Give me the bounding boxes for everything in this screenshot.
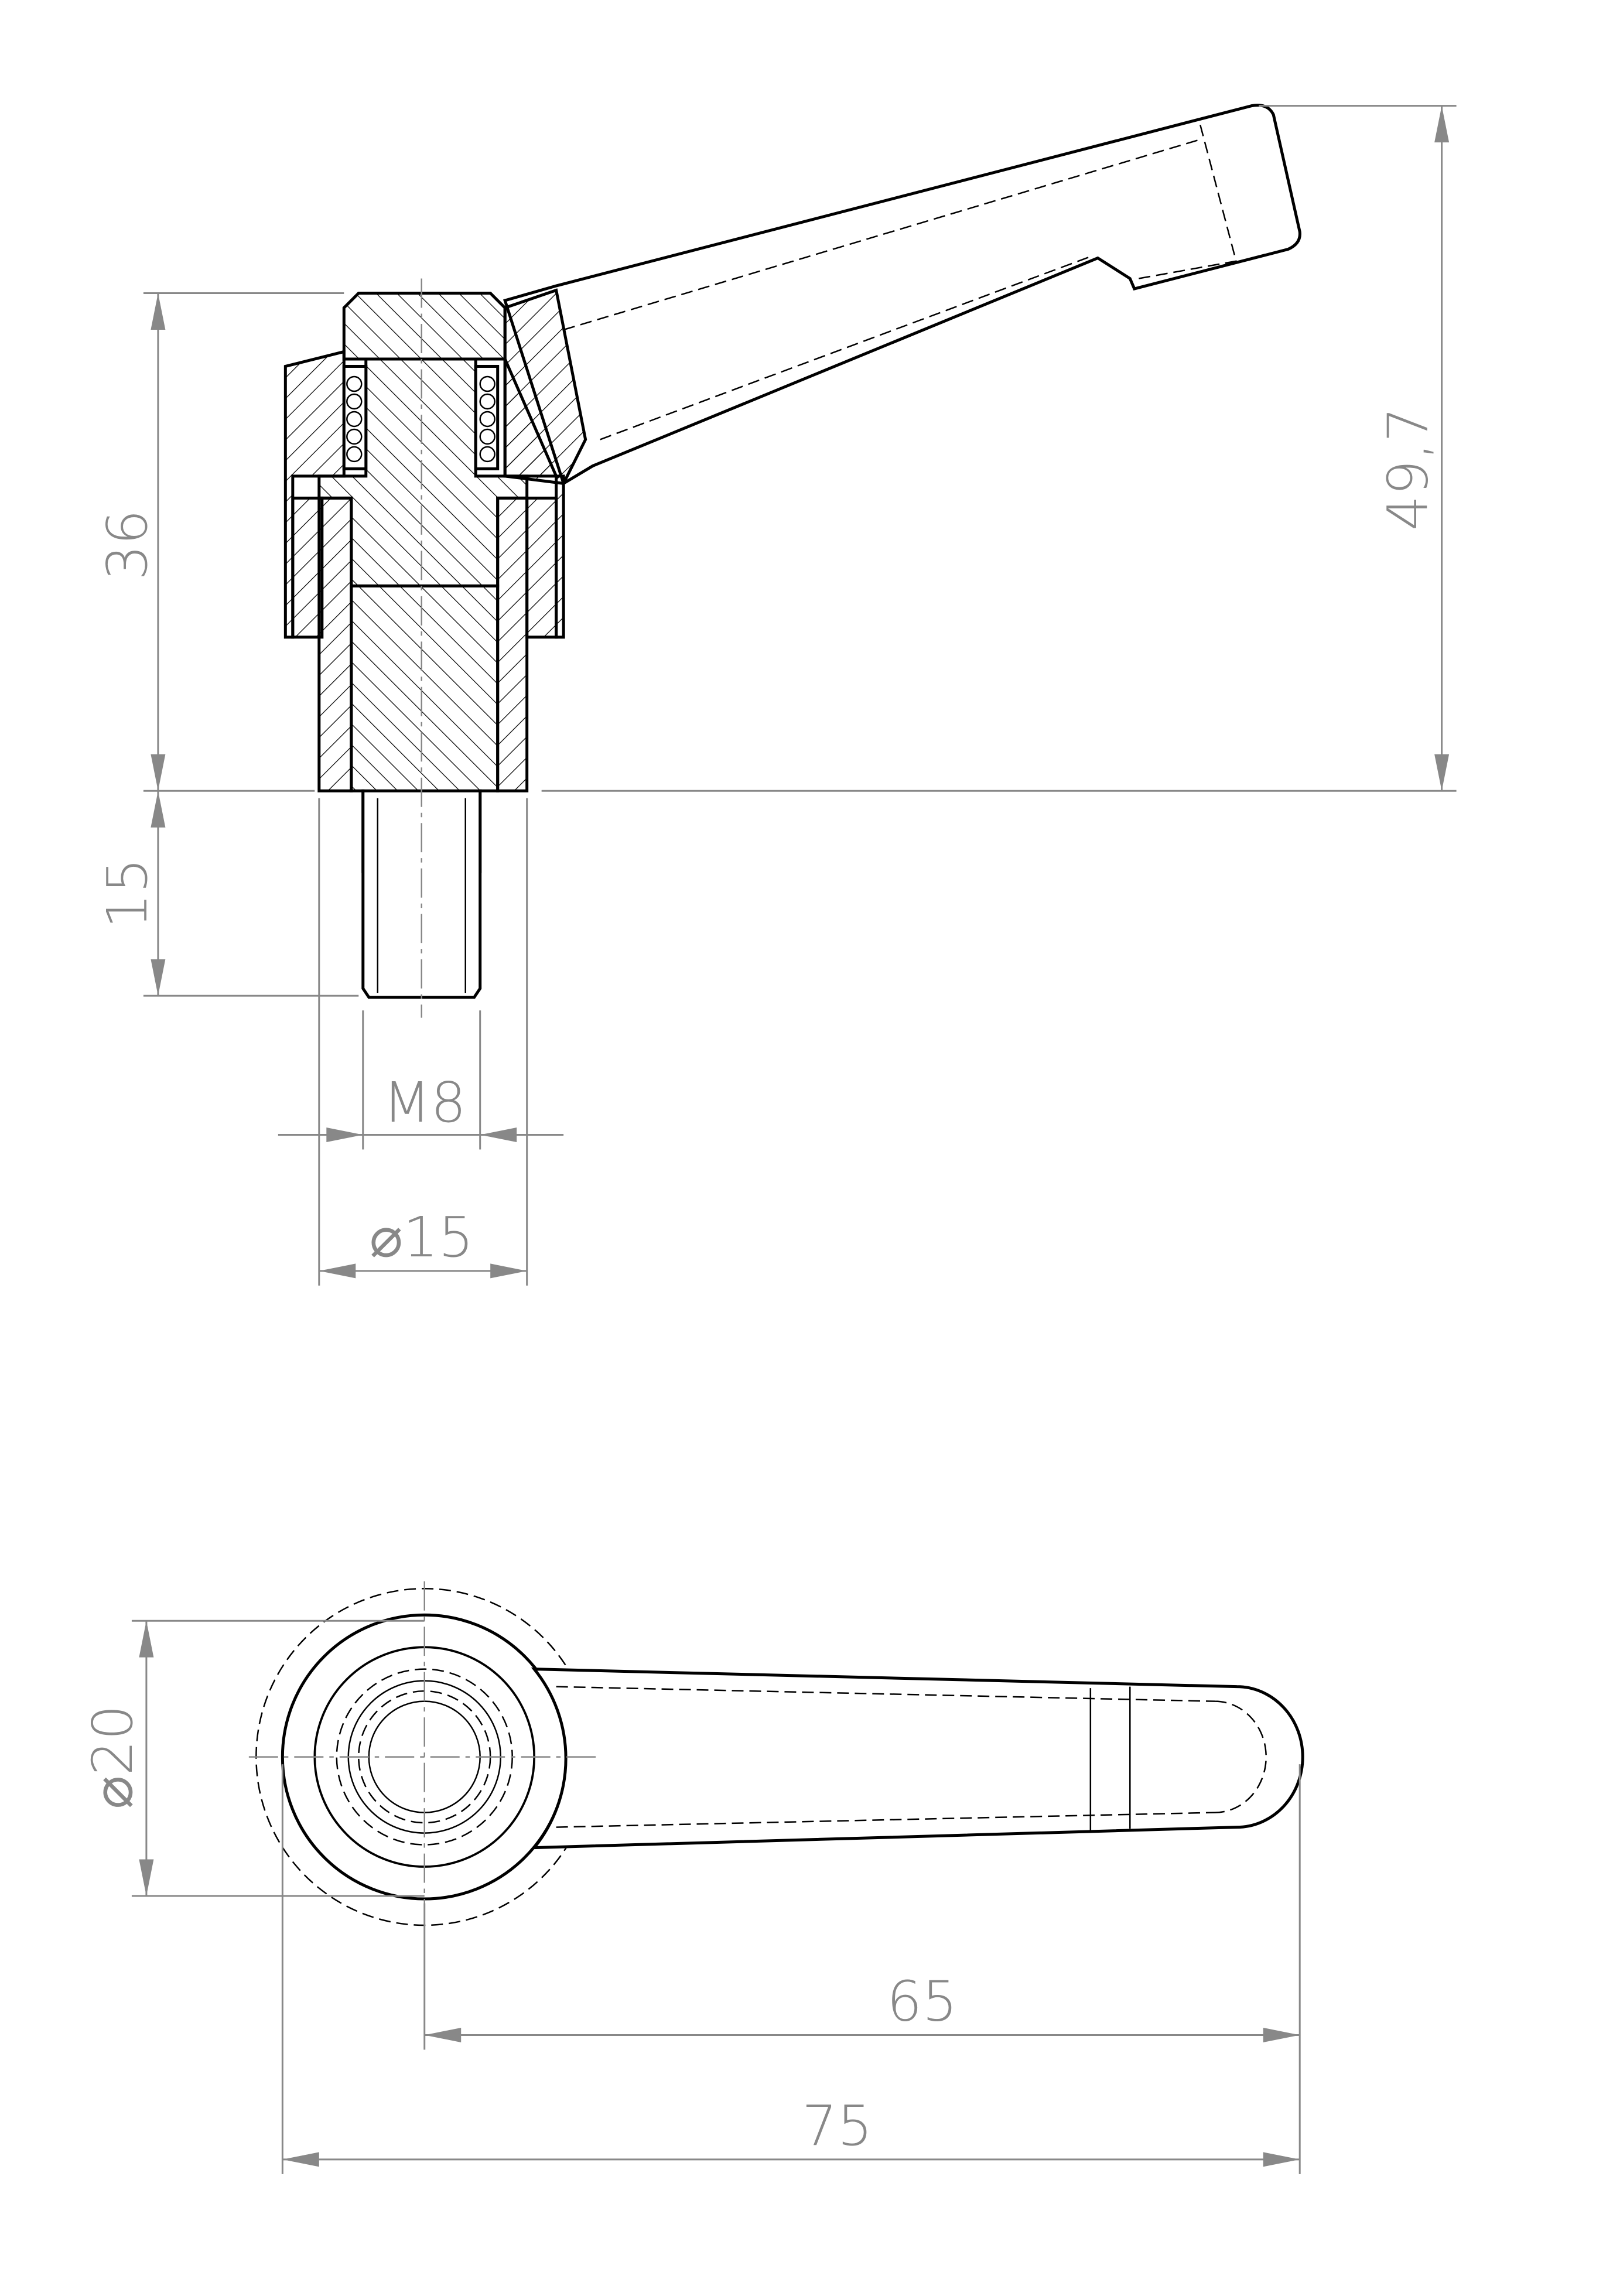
lever-outline-top <box>531 1668 1304 1850</box>
spring-coils <box>346 375 495 463</box>
side-section-view <box>283 104 1301 1018</box>
dim-label-65: 65 <box>887 1969 958 2034</box>
dim-label-dia-15: ⌀15 <box>370 1205 474 1270</box>
lever-arm <box>503 104 1301 486</box>
dimension-dia-20: ⌀20 <box>81 1620 425 1897</box>
dim-label-36: 36 <box>95 510 160 580</box>
dimension-m8: M8 <box>278 1010 564 1150</box>
top-view <box>248 1581 1304 1962</box>
dim-label-dia-20: ⌀20 <box>81 1705 145 1809</box>
dim-label-49-7: 49,7 <box>1376 407 1441 531</box>
dimension-36: 36 <box>95 292 344 792</box>
knob-body-section <box>342 292 507 361</box>
dim-label-75: 75 <box>802 2094 873 2158</box>
dimension-dia-15: ⌀15 <box>318 798 528 1286</box>
dimension-15-length: 15 <box>95 791 359 997</box>
dimension-75: 75 <box>281 1764 1300 2174</box>
dim-label-15: 15 <box>95 858 160 929</box>
dimension-65: 65 <box>423 1764 1301 2174</box>
dimension-49-7: 49,7 <box>541 105 1457 792</box>
dim-label-m8: M8 <box>383 1071 466 1135</box>
